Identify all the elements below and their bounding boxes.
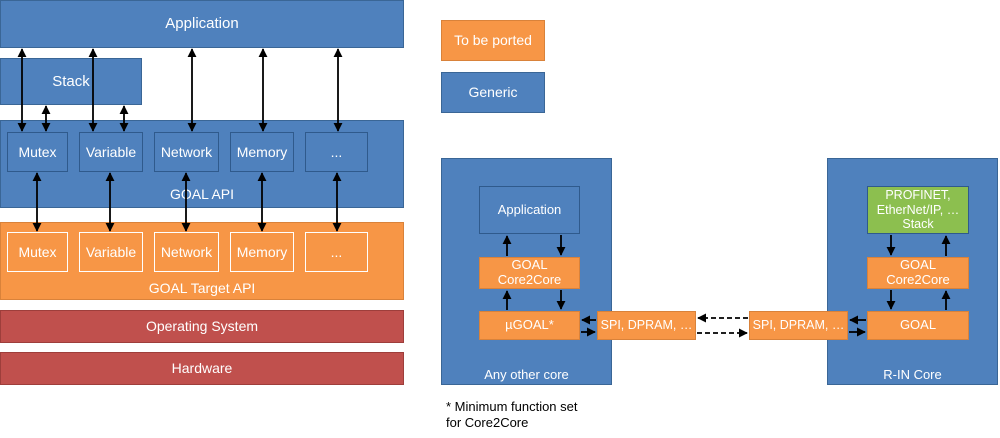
- goal-target-variable: Variable: [79, 232, 143, 272]
- other-core-application: Application: [479, 186, 580, 234]
- goal-api-network: Network: [154, 132, 219, 172]
- goal-api-variable-label: Variable: [85, 143, 137, 160]
- footnote: * Minimum function set for Core2Core: [446, 399, 578, 431]
- rin-core-goal: GOAL: [867, 311, 969, 340]
- application-layer: Application: [0, 0, 404, 48]
- goal-api-label: GOAL API: [169, 186, 235, 202]
- other-core-label: Any other core: [484, 367, 569, 382]
- other-core-goal-core2core-label: GOAL Core2Core: [497, 257, 562, 287]
- rin-core-goal-core2core-label: GOAL Core2Core: [886, 257, 950, 287]
- goal-target-variable-label: Variable: [85, 243, 137, 260]
- rin-core-stack: PROFINET, EtherNet/IP, … Stack: [867, 186, 969, 234]
- operating-system-layer: Operating System: [0, 310, 404, 343]
- rin-core-goal-label: GOAL: [899, 317, 937, 333]
- goal-target-network-label: Network: [160, 243, 213, 260]
- other-core-ugoal: µGOAL*: [479, 311, 580, 340]
- goal-api-memory: Memory: [230, 132, 294, 172]
- goal-target-more-label: ...: [330, 243, 343, 260]
- rin-core-goal-core2core: GOAL Core2Core: [867, 257, 969, 289]
- goal-target-memory-label: Memory: [236, 243, 288, 260]
- other-core-application-label: Application: [497, 201, 562, 217]
- goal-target-network: Network: [154, 232, 219, 272]
- goal-target-mutex-label: Mutex: [18, 243, 57, 260]
- goal-api-mutex: Mutex: [7, 132, 68, 172]
- hardware-layer: Hardware: [0, 352, 404, 385]
- hardware-label: Hardware: [171, 360, 233, 377]
- operating-system-label: Operating System: [145, 318, 259, 335]
- goal-api-mutex-label: Mutex: [18, 143, 57, 160]
- goal-target-mutex: Mutex: [7, 232, 68, 272]
- other-core-ugoal-label: µGOAL*: [505, 317, 554, 333]
- other-core-bus: SPI, DPRAM, …: [597, 311, 696, 340]
- goal-api-more-label: ...: [330, 143, 343, 160]
- application-layer-label: Application: [165, 15, 239, 33]
- other-core-goal-core2core: GOAL Core2Core: [479, 257, 580, 289]
- legend-generic: Generic: [441, 72, 545, 113]
- stack-layer: Stack: [0, 58, 142, 105]
- goal-api-variable: Variable: [79, 132, 143, 172]
- goal-target-more: ...: [305, 232, 368, 272]
- stack-layer-label: Stack: [52, 72, 90, 90]
- rin-core-stack-label: PROFINET, EtherNet/IP, … Stack: [876, 188, 960, 232]
- goal-api-network-label: Network: [160, 143, 213, 160]
- rin-core-label: R-IN Core: [883, 367, 942, 382]
- rin-core-bus: SPI, DPRAM, …: [749, 311, 848, 340]
- goal-api-more: ...: [305, 132, 368, 172]
- goal-api-memory-label: Memory: [236, 143, 288, 160]
- goal-target-api-label: GOAL Target API: [148, 280, 256, 296]
- goal-target-memory: Memory: [230, 232, 294, 272]
- other-core-bus-label: SPI, DPRAM, …: [600, 318, 693, 333]
- legend-to-be-ported: To be ported: [441, 20, 545, 61]
- legend-generic-label: Generic: [468, 84, 518, 101]
- legend-to-be-ported-label: To be ported: [454, 32, 532, 49]
- rin-core-bus-label: SPI, DPRAM, …: [752, 318, 845, 333]
